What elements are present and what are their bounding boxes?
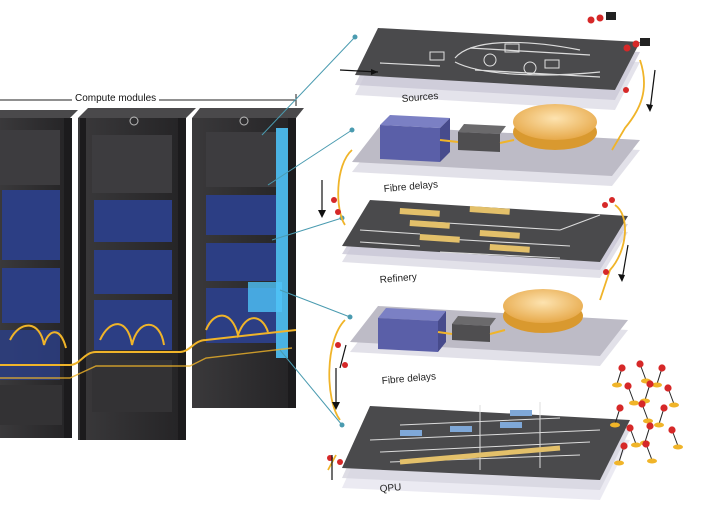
qubit-base xyxy=(629,400,639,406)
label-sources: Sources xyxy=(401,91,439,105)
qubit-node xyxy=(668,426,676,434)
qubit-node xyxy=(660,404,668,412)
header-label-compute-modules: Compute modules xyxy=(72,93,160,104)
qubit-node xyxy=(646,380,654,388)
label-refinery: Refinery xyxy=(379,272,417,286)
qubit-base xyxy=(652,382,662,388)
qubit-base xyxy=(614,460,624,466)
rack-2 xyxy=(78,108,196,440)
label-fibre-delays-2: Fibre delays xyxy=(381,371,436,387)
callout-lines xyxy=(261,36,356,426)
rack-3 xyxy=(192,108,304,408)
layer-qpu xyxy=(339,402,630,500)
compute-racks xyxy=(0,94,304,440)
rack-fibre-loops xyxy=(9,314,269,349)
qubit-node xyxy=(642,440,650,448)
qubit-base xyxy=(631,442,641,448)
layer-fibre-delays-1 xyxy=(349,104,640,186)
layer-refinery xyxy=(339,200,628,278)
qubit-base xyxy=(647,458,657,464)
rack-fibre-bus xyxy=(0,329,297,366)
qubit-node xyxy=(616,404,624,412)
qubit-base xyxy=(669,402,679,408)
qubit-node xyxy=(646,422,654,430)
label-fibre-delays-1: Fibre delays xyxy=(383,179,438,195)
qubit-node xyxy=(620,442,628,450)
qubit-node xyxy=(658,364,666,372)
qubit-base xyxy=(643,418,653,424)
qpu-chip xyxy=(342,406,630,480)
qubit-node xyxy=(618,364,626,372)
qubit-base xyxy=(673,444,683,450)
flow-arrows xyxy=(318,69,656,410)
qubit-node xyxy=(624,382,632,390)
qubit-cluster xyxy=(610,360,683,466)
label-qpu: QPU xyxy=(379,482,402,495)
layer-sources xyxy=(339,12,650,110)
rack-3-highlight xyxy=(276,128,288,358)
qubit-base xyxy=(612,382,622,388)
layer-fibre-delays-2 xyxy=(347,289,628,366)
qubit-node xyxy=(664,384,672,392)
qubit-node xyxy=(636,360,644,368)
qubit-base xyxy=(654,422,664,428)
qubit-node xyxy=(638,400,646,408)
rack-1 xyxy=(0,110,78,438)
qpu-posts xyxy=(331,344,347,480)
junction-markers xyxy=(327,87,629,465)
qubit-node xyxy=(626,424,634,432)
qubit-base xyxy=(610,422,620,428)
